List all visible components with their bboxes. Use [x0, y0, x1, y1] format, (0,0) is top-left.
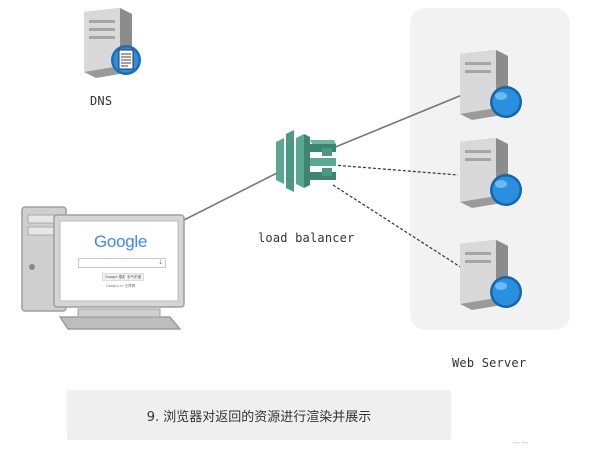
lucky-button[interactable]: 手气不错: [124, 273, 144, 281]
browser-footer-text: Google.cn 无障碍: [106, 284, 136, 288]
search-input[interactable]: [78, 258, 166, 268]
load-balancer-to-server-3-line: [332, 184, 463, 269]
dns-label: DNS: [90, 94, 113, 108]
load-balancer-to-server-1-line: [332, 94, 463, 149]
server-globe-icon: [460, 138, 522, 208]
client-to-load-balancer-line: [179, 169, 284, 223]
load-balancer-icon: [276, 130, 336, 192]
server-globe-icon: [460, 50, 522, 120]
load-balancer-to-server-2-line: [332, 164, 459, 176]
google-logo: Google: [94, 232, 148, 251]
server-document-icon: [84, 8, 141, 78]
step-caption-text: 9. 浏览器对返回的资源进行渲染并展示: [146, 409, 372, 425]
server-globe-icon: [460, 240, 522, 310]
search-icon[interactable]: ↓: [158, 259, 164, 266]
web-server-label: Web Server: [452, 356, 527, 370]
load-balancer-label: load balancer: [258, 231, 355, 245]
corner-mark: ~~: [512, 438, 529, 449]
step-caption-box: 9. 浏览器对返回的资源进行渲染并展示: [67, 390, 451, 440]
